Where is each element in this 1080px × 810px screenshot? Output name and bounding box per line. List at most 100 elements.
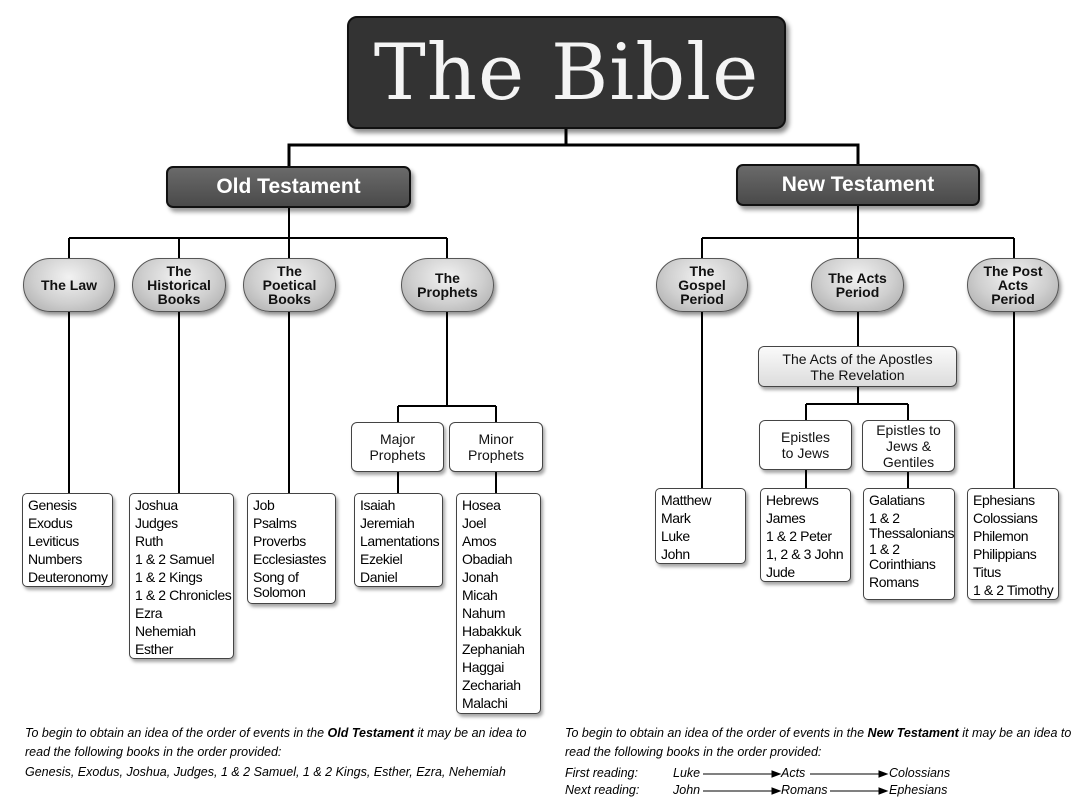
- book-item: Philemon: [973, 528, 1029, 544]
- new-note-text: To begin to obtain an idea of the order …: [565, 726, 868, 740]
- period-gospel: The Gospel Period: [656, 258, 748, 312]
- old-testament-note: To begin to obtain an idea of the order …: [25, 724, 545, 762]
- first-reading-label: First reading:: [565, 766, 638, 780]
- book-item: Deuteronomy: [28, 569, 108, 585]
- category-poetical-books-label: The Poetical Books: [262, 263, 317, 307]
- book-item: 1 & 2 Samuel: [135, 551, 215, 567]
- book-item: Titus: [973, 564, 1001, 580]
- book-item: 1 & 2 Thessalonians: [869, 510, 955, 541]
- book-item: Amos: [462, 533, 497, 549]
- bible-title: The Bible: [373, 27, 760, 118]
- book-item: Habakkuk: [462, 623, 522, 639]
- period-gospel-label: The Gospel Period: [678, 263, 726, 307]
- period-acts: The Acts Period: [811, 258, 904, 312]
- next-reading-book: John: [673, 783, 701, 797]
- book-item: Nehemiah: [135, 623, 196, 639]
- book-item: Daniel: [360, 569, 398, 585]
- book-item: Luke: [661, 528, 690, 544]
- book-item: Romans: [869, 574, 919, 590]
- first-reading-book: Luke: [673, 766, 701, 780]
- next-reading-book: Romans: [781, 783, 828, 797]
- old-note-text: To begin to obtain an idea of the order …: [25, 726, 328, 740]
- epistles-jews-book-list: Hebrews James 1 & 2 Peter 1, 2 & 3 John …: [760, 488, 851, 582]
- book-item: Zechariah: [462, 677, 521, 693]
- book-item: 1, 2 & 3 John: [766, 546, 844, 562]
- book-item: Hebrews: [766, 492, 819, 508]
- historical-book-list: Joshua Judges Ruth 1 & 2 Samuel 1 & 2 Ki…: [129, 493, 234, 659]
- old-note-bold: Old Testament: [327, 726, 414, 740]
- book-item: 1 & 2 Chronicles: [135, 587, 232, 603]
- old-testament-label: Old Testament: [216, 175, 361, 198]
- new-testament-box: New Testament: [736, 164, 980, 206]
- book-item: Joel: [462, 515, 487, 531]
- epistles-jews-box: Epistles to Jews: [759, 420, 852, 470]
- book-item: 1 & 2 Peter: [766, 528, 832, 544]
- book-item: Micah: [462, 587, 498, 603]
- new-testament-note: To begin to obtain an idea of the order …: [565, 724, 1077, 762]
- period-post-acts-label: The Post Acts Period: [983, 263, 1043, 307]
- book-item: Leviticus: [28, 533, 79, 549]
- book-item: Galatians: [869, 492, 925, 508]
- acts-revelation-box: The Acts of the Apostles The Revelation: [758, 346, 957, 387]
- book-item: James: [766, 510, 806, 526]
- first-reading-book: Colossians: [889, 766, 951, 780]
- book-item: Judges: [135, 515, 178, 531]
- period-acts-label: The Acts Period: [828, 270, 887, 300]
- book-item: Exodus: [28, 515, 73, 531]
- next-reading-label: Next reading:: [565, 783, 640, 797]
- book-item: Obadiah: [462, 551, 513, 567]
- book-item: Psalms: [253, 515, 297, 531]
- book-item: Ezra: [135, 605, 163, 621]
- book-item: Colossians: [973, 510, 1038, 526]
- book-item: Philippians: [973, 546, 1037, 562]
- book-item: Isaiah: [360, 497, 395, 513]
- gospel-book-list: Matthew Mark Luke John: [655, 488, 746, 564]
- category-historical-books: The Historical Books: [132, 258, 226, 312]
- book-item: Zephaniah: [462, 641, 525, 657]
- epistles-jews-gentiles-box: Epistles to Jews & Gentiles: [862, 420, 955, 472]
- book-item: Jude: [766, 564, 795, 580]
- book-item: Ruth: [135, 533, 163, 549]
- epistles-jews-gentiles-label: Epistles to Jews & Gentiles: [876, 422, 941, 470]
- book-item: 1 & 2 Timothy: [973, 582, 1054, 598]
- book-item: John: [661, 546, 690, 562]
- category-prophets-label: The Prophets: [417, 270, 478, 300]
- old-testament-box: Old Testament: [166, 166, 411, 208]
- book-item: Job: [253, 497, 275, 513]
- major-prophets-label: Major Prophets: [369, 431, 426, 463]
- book-item: Lamentations: [360, 533, 440, 549]
- acts-revelation-label: The Acts of the Apostles The Revelation: [782, 350, 933, 383]
- book-item: Song of Solomon: [253, 569, 306, 600]
- book-item: 1 & 2 Corinthians: [869, 541, 936, 572]
- book-item: Genesis: [28, 497, 77, 513]
- minor-prophets-box: Minor Prophets: [449, 422, 543, 472]
- new-testament-label: New Testament: [781, 173, 935, 196]
- category-the-law: The Law: [23, 258, 115, 312]
- book-item: Jonah: [462, 569, 499, 585]
- book-item: Nahum: [462, 605, 506, 621]
- category-the-law-label: The Law: [40, 277, 97, 293]
- major-prophets-box: Major Prophets: [351, 422, 444, 472]
- book-item: Numbers: [28, 551, 82, 567]
- category-prophets: The Prophets: [401, 258, 494, 312]
- book-item: 1 & 2 Kings: [135, 569, 203, 585]
- book-item: Haggai: [462, 659, 504, 675]
- minor-prophets-label: Minor Prophets: [467, 431, 525, 463]
- old-note-text-end: it may be an idea to read the following …: [25, 726, 527, 759]
- book-item: Mark: [661, 510, 691, 526]
- book-item: Ephesians: [973, 492, 1035, 508]
- new-note-bold: New Testament: [867, 726, 959, 740]
- law-book-list: Genesis Exodus Leviticus Numbers Deutero…: [22, 493, 113, 587]
- epistles-jews-gentiles-book-list: Galatians 1 & 2 Thessalonians 1 & 2 Cori…: [863, 488, 955, 600]
- book-item: Malachi: [462, 695, 508, 711]
- first-reading-book: Acts: [781, 766, 806, 780]
- major-prophets-book-list: Isaiah Jeremiah Lamentations Ezekiel Dan…: [354, 493, 443, 587]
- period-post-acts: The Post Acts Period: [967, 258, 1059, 312]
- epistles-jews-label: Epistles to Jews: [780, 429, 831, 461]
- book-item: Hosea: [462, 497, 501, 513]
- next-reading-book: Ephesians: [889, 783, 948, 797]
- book-item: Joshua: [135, 497, 178, 513]
- post-acts-book-list: Ephesians Colossians Philemon Philippian…: [967, 488, 1059, 600]
- book-item: Matthew: [661, 492, 712, 508]
- poetical-book-list: Job Psalms Proverbs Ecclesiastes Song of…: [247, 493, 336, 604]
